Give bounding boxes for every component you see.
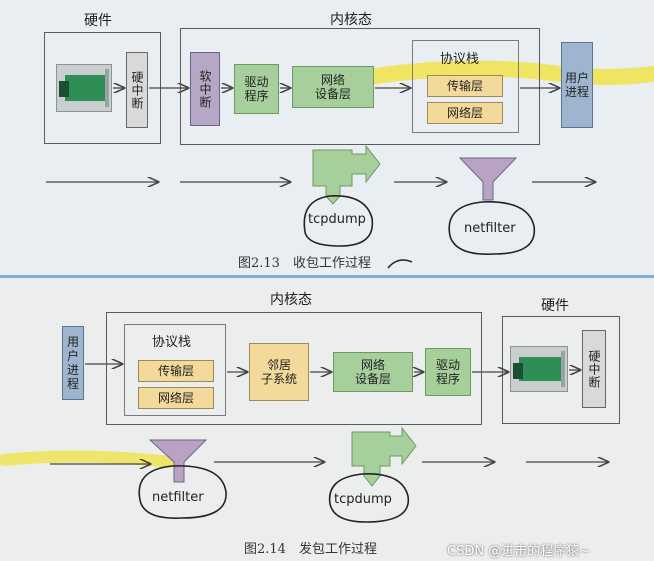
send-diagram-panel	[0, 278, 654, 561]
funnel-icon	[458, 157, 518, 201]
top-netfilter-loop	[448, 201, 536, 255]
top-caption: 图2.13 收包工作过程	[238, 256, 371, 271]
bottom-transport-box: 传输层	[138, 360, 214, 382]
top-tcpdump-label: tcpdump	[308, 212, 366, 227]
bottom-funnel-icon	[148, 439, 208, 483]
bottom-hardware-title: 硬件	[541, 298, 569, 314]
top-tcpdump-loop	[303, 195, 374, 247]
bottom-tcpdump-label: tcpdump	[334, 492, 392, 507]
top-netfilter-label: netfilter	[464, 221, 516, 236]
bottom-netfilter-loop	[138, 465, 227, 519]
top-net-device-box: 网络 设备层	[292, 66, 374, 108]
bottom-netfilter-label: netfilter	[152, 490, 204, 505]
bottom-hw-irq-box: 硬中断	[582, 330, 606, 408]
top-stack-frame	[412, 40, 519, 133]
network-card-icon	[56, 64, 112, 112]
top-driver-box: 驱动 程序	[234, 64, 279, 114]
panel-divider	[0, 275, 654, 278]
bottom-net-device-box: 网络 设备层	[333, 352, 413, 392]
csdn-watermark: CSDN @进击的程序猿~	[447, 544, 591, 559]
bottom-stack-frame	[124, 324, 226, 416]
top-kernel-title: 内核态	[330, 12, 372, 28]
bottom-kernel-title: 内核态	[270, 292, 312, 308]
bottom-tap-arrow-icon	[351, 426, 417, 487]
top-transport-box: 传输层	[427, 75, 503, 97]
bottom-network-box: 网络层	[138, 387, 214, 409]
bottom-tcpdump-loop	[328, 473, 410, 523]
top-soft-irq-box: 软中断	[190, 52, 220, 126]
receive-diagram-panel	[0, 0, 654, 275]
top-stack-title: 协议栈	[440, 52, 480, 67]
top-user-proc-box: 用户 进程	[561, 42, 593, 128]
top-network-box: 网络层	[427, 102, 503, 124]
bottom-network-card-icon	[510, 346, 568, 392]
top-hw-irq-box: 硬中断	[126, 52, 148, 128]
top-hardware-title: 硬件	[84, 13, 112, 29]
bottom-stack-title: 协议栈	[152, 335, 192, 350]
bottom-caption: 图2.14 发包工作过程	[244, 542, 377, 557]
bottom-driver-box: 驱动 程序	[425, 348, 471, 396]
bottom-neighbor-box: 邻居 子系统	[249, 343, 309, 401]
bottom-user-proc-box: 用户 进程	[62, 326, 84, 400]
highlight-stroke-top	[368, 60, 654, 85]
bottom-kernel-frame	[106, 312, 482, 425]
tap-arrow-icon	[312, 144, 381, 205]
top-caption-squiggle	[387, 259, 413, 269]
